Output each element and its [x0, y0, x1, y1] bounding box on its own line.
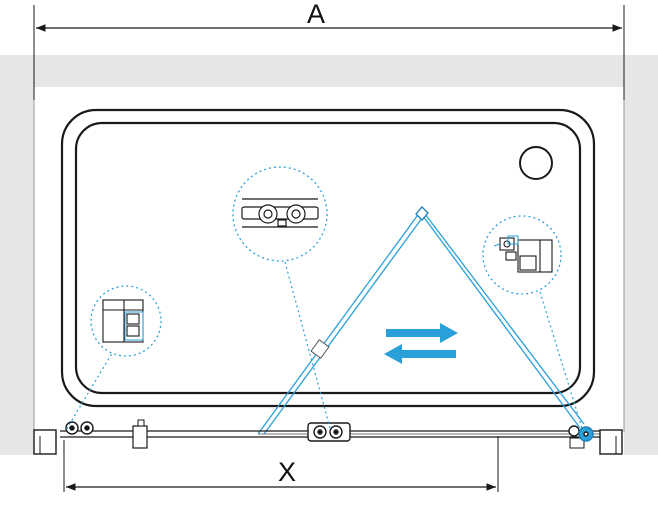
detail-callout-center [232, 166, 328, 262]
walls [0, 55, 658, 455]
detail-callout-right [482, 215, 562, 295]
left-roller-pair [65, 421, 94, 435]
shower-tray [60, 108, 596, 408]
right-wall-profile [599, 429, 623, 455]
dimension-x-label: X [278, 457, 296, 487]
right-wall [624, 55, 658, 455]
dimension-a: A [33, 0, 625, 100]
back-wall [0, 55, 658, 87]
tray-inner [74, 121, 582, 395]
center-roller-pair [307, 422, 351, 442]
stopper [132, 425, 148, 449]
dimension-x: X [63, 436, 499, 492]
left-wall-profile [33, 429, 57, 455]
detail-callout-left [90, 285, 162, 357]
double-arrow-slide-icon [384, 323, 458, 364]
right-hinge [568, 425, 594, 442]
door-swing-lines [257, 206, 585, 435]
tray-outer [60, 108, 596, 408]
dimension-a-label: A [307, 0, 325, 29]
callout-leaders [65, 261, 583, 431]
left-wall [0, 55, 34, 455]
drain-circle-icon [519, 146, 553, 180]
